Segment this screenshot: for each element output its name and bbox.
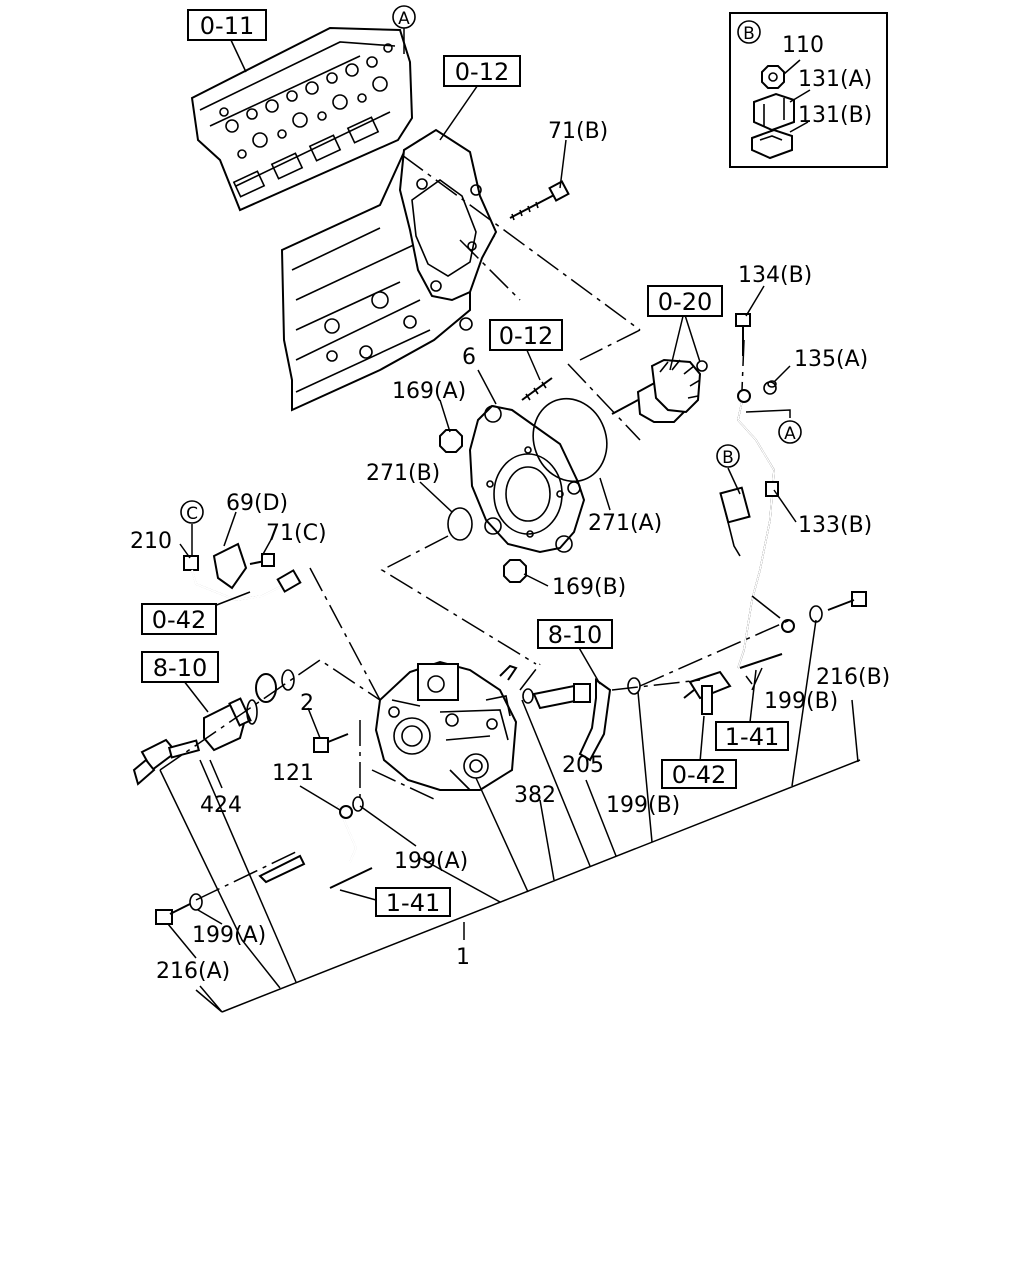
label-271b: 271(B) <box>366 461 440 486</box>
ref-1-41-right-label: 1-41 <box>725 723 779 751</box>
ref-box-8-10-left: 8-10 <box>141 651 219 683</box>
ref-box-0-12-mid: 0-12 <box>489 319 563 351</box>
pump-bracket-6 <box>468 404 586 554</box>
label-131b: 131(B) <box>798 103 872 128</box>
label-69d: 69(D) <box>226 491 288 516</box>
label-131a: 131(A) <box>798 67 872 92</box>
ref-0-42-left-label: 0-42 <box>152 606 206 634</box>
bolt-216a <box>155 893 203 925</box>
pressure-control-valve <box>132 669 295 786</box>
washer-199b-left <box>627 677 641 695</box>
engine-block <box>190 26 498 412</box>
callout-b-label: B <box>743 24 755 44</box>
ref-0-42-right-label: 0-42 <box>672 761 726 789</box>
label-1: 1 <box>456 945 470 970</box>
callout-a-top: A <box>398 9 410 29</box>
ref-box-0-20: 0-20 <box>647 285 723 317</box>
pin-1-41-right <box>739 653 783 669</box>
ref-0-12-mid-label: 0-12 <box>499 322 553 350</box>
label-199b-mid: 199(B) <box>606 793 680 818</box>
label-110: 110 <box>782 33 824 58</box>
injection-pump <box>374 660 518 791</box>
stud <box>521 377 553 401</box>
callout-a-right: A <box>784 424 796 444</box>
callout-b-circle <box>737 20 761 44</box>
label-424: 424 <box>200 793 242 818</box>
label-271a: 271(A) <box>588 511 662 536</box>
oring-271a <box>532 397 608 483</box>
label-2: 2 <box>300 691 314 716</box>
detail-b-inset: B <box>729 12 888 168</box>
label-216b: 216(B) <box>816 665 890 690</box>
ref-box-1-41-left: 1-41 <box>375 887 451 917</box>
bracket-pipe-69d <box>183 542 302 602</box>
label-199a-lower: 199(A) <box>192 923 266 948</box>
label-134b: 134(B) <box>738 263 812 288</box>
sensor-205 <box>522 678 612 762</box>
ref-box-0-11: 0-11 <box>187 9 267 41</box>
label-199a-mid: 199(A) <box>394 849 468 874</box>
label-71b: 71(B) <box>548 119 608 144</box>
label-133b: 133(B) <box>798 513 872 538</box>
label-199b-right: 199(B) <box>764 689 838 714</box>
ref-8-10-left-label: 8-10 <box>153 654 207 682</box>
pin-1-41-left <box>329 867 373 889</box>
clip-131a-shape <box>753 92 795 132</box>
ref-box-1-41-right: 1-41 <box>715 721 789 751</box>
part-labels: 110 131(A) 131(B) 71(B) 134(B) 135(A) 6 … <box>130 33 890 984</box>
assembly-guide-lines <box>159 154 791 901</box>
fuel-pipe-121 <box>258 796 364 884</box>
nut-169a <box>439 429 463 453</box>
nut-169b <box>503 559 527 583</box>
nut-110-shape <box>761 65 785 89</box>
leader-lines <box>159 28 861 1013</box>
label-382: 382 <box>514 783 556 808</box>
ref-0-11-label: 0-11 <box>200 12 254 40</box>
label-205: 205 <box>562 753 604 778</box>
bolt-71b <box>509 180 570 221</box>
ref-box-8-10-right: 8-10 <box>537 619 613 649</box>
ref-0-20-label: 0-20 <box>658 288 712 316</box>
reference-boxes: 0-11 0-12 0-20 0-12 0-42 8-10 8-10 1-41 <box>141 9 789 917</box>
ref-box-0-12-top: 0-12 <box>443 55 521 87</box>
bolt-2 <box>313 733 349 753</box>
bolt-216b <box>809 591 867 623</box>
label-71c: 71(C) <box>266 521 327 546</box>
ref-box-0-42-right: 0-42 <box>661 759 737 789</box>
callout-c: C <box>186 504 198 524</box>
ref-8-10-right-label: 8-10 <box>548 621 602 649</box>
label-210: 210 <box>130 529 172 554</box>
ref-1-41-left-label: 1-41 <box>386 889 440 917</box>
clip-131b-shape <box>751 128 793 160</box>
label-135a: 135(A) <box>794 347 868 372</box>
label-169a: 169(A) <box>392 379 466 404</box>
ref-0-12-top-label: 0-12 <box>455 58 509 86</box>
label-121: 121 <box>272 761 314 786</box>
label-169b: 169(B) <box>552 575 626 600</box>
label-216a: 216(A) <box>156 959 230 984</box>
callouts: A A B C <box>180 5 802 524</box>
callout-b-right: B <box>722 448 734 468</box>
sensor-harness-133b <box>683 313 795 715</box>
drive-gear <box>611 358 708 423</box>
label-6: 6 <box>462 345 476 370</box>
oring-271b <box>447 507 473 541</box>
ref-box-0-42-left: 0-42 <box>141 603 217 635</box>
